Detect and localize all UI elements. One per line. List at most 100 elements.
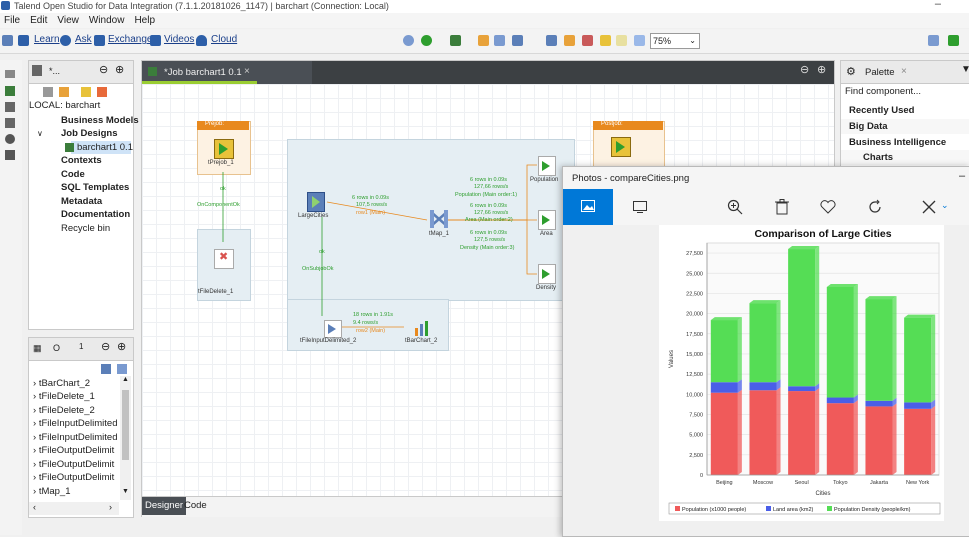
metadata-icon[interactable]: [582, 35, 593, 46]
filter-icon[interactable]: [59, 87, 69, 97]
tree-recycle-bin[interactable]: Recycle bin: [61, 223, 111, 234]
tree-job-designs[interactable]: Job Designs: [61, 128, 118, 139]
chart-icon[interactable]: [512, 35, 523, 46]
tree-barchart1[interactable]: barchart1 0.1: [77, 142, 133, 153]
maximize-editor-icon[interactable]: ⊕: [817, 64, 827, 76]
videos-link[interactable]: Videos: [164, 34, 195, 45]
photos-minimize-button[interactable]: –: [959, 170, 966, 182]
outline-scrollbar[interactable]: ▲ ▼: [120, 376, 131, 500]
file-delete-component[interactable]: ✖: [214, 249, 234, 269]
tree-sql-templates[interactable]: SQL Templates: [61, 182, 130, 193]
input2-component[interactable]: [324, 320, 342, 338]
menu-view[interactable]: View: [57, 15, 79, 26]
density-component[interactable]: [538, 264, 556, 284]
export-icon[interactable]: [564, 35, 575, 46]
tmap-component[interactable]: [430, 210, 448, 228]
search-icon[interactable]: [403, 35, 414, 46]
maximize-outline-icon[interactable]: ⊕: [117, 341, 127, 353]
learn-link[interactable]: Learn: [34, 34, 60, 45]
outline-view-icon[interactable]: [101, 364, 111, 374]
palette-icon[interactable]: [5, 134, 15, 144]
outline-item[interactable]: › tFileDelete_1: [33, 391, 95, 402]
outline-item[interactable]: › tFileOutputDelimit: [33, 459, 115, 470]
prejob-component[interactable]: [214, 139, 234, 159]
minimize-outline-icon[interactable]: ⊖: [101, 341, 111, 353]
ask-icon[interactable]: [60, 35, 71, 46]
population-component[interactable]: [538, 156, 556, 176]
view-menu-icon[interactable]: [97, 87, 107, 97]
large-cities-component[interactable]: [307, 192, 325, 212]
outline-item[interactable]: › tFileInputDelimited: [33, 432, 118, 443]
code-viewer-tab[interactable]: 1: [79, 342, 84, 351]
outline-hscrollbar[interactable]: ‹ ›: [29, 502, 119, 515]
postjob-component[interactable]: [611, 137, 631, 157]
menu-edit[interactable]: Edit: [30, 15, 48, 26]
palette-search-input[interactable]: Find component...: [845, 86, 922, 97]
documents-icon[interactable]: [5, 102, 15, 112]
exchange-link[interactable]: Exchange: [108, 34, 153, 45]
edit-dropdown-icon[interactable]: ⌄: [941, 200, 949, 210]
favorite-heart-icon[interactable]: [820, 200, 836, 214]
palette-recently-used[interactable]: Recently Used: [841, 103, 969, 118]
cloud-link[interactable]: Cloud: [211, 34, 238, 45]
rotate-icon[interactable]: [867, 199, 883, 215]
job-icon[interactable]: [450, 35, 461, 46]
outline-item[interactable]: › tFileOutputDelimit: [33, 445, 115, 456]
area-component[interactable]: [538, 210, 556, 230]
toggle-icon[interactable]: [600, 35, 611, 46]
expand-icon[interactable]: ∨: [37, 129, 43, 138]
repository-icon[interactable]: [5, 86, 15, 96]
filter-palette-icon[interactable]: ▼: [961, 64, 969, 75]
maximize-panel-icon[interactable]: ⊕: [115, 64, 125, 76]
designer-tab[interactable]: Designer: [142, 497, 187, 515]
edit-create-icon[interactable]: [921, 199, 937, 215]
close-tab-icon[interactable]: ×: [244, 66, 250, 77]
scroll-right-icon[interactable]: ›: [109, 502, 112, 512]
tree-metadata[interactable]: Metadata: [61, 196, 103, 207]
scroll-left-icon[interactable]: ‹: [33, 502, 36, 512]
scroll-up-icon[interactable]: ▲: [122, 376, 129, 383]
photos-view-button[interactable]: [563, 189, 613, 225]
editor-tab-active[interactable]: *Job barchart1 0.1 ×: [142, 61, 312, 84]
outline-tab[interactable]: O: [53, 343, 61, 353]
tree-business-models[interactable]: Business Models: [61, 115, 139, 126]
outline-item[interactable]: › tBarChart_2: [33, 378, 91, 389]
palette-tab[interactable]: Palette: [865, 67, 895, 78]
overview-icon[interactable]: [117, 364, 127, 374]
scroll-down-icon[interactable]: ▼: [122, 488, 129, 495]
cloud-icon[interactable]: [196, 35, 207, 46]
palette-big-data[interactable]: Big Data: [841, 119, 969, 134]
perspective-icon[interactable]: [928, 35, 939, 46]
palette-search[interactable]: Find component...: [843, 85, 967, 99]
minimize-editor-icon[interactable]: ⊖: [800, 64, 810, 76]
outline-item[interactable]: › tMap_1: [33, 486, 71, 497]
videos-icon[interactable]: [150, 35, 161, 46]
palette-business-intelligence[interactable]: Business Intelligence: [841, 135, 969, 150]
tree-code[interactable]: Code: [61, 169, 85, 180]
link-icon[interactable]: [494, 35, 505, 46]
menu-help[interactable]: Help: [134, 15, 156, 26]
learn-icon[interactable]: [18, 35, 29, 46]
menu-file[interactable]: File: [4, 15, 21, 26]
save-icon[interactable]: [2, 35, 13, 46]
run-icon[interactable]: [421, 35, 432, 46]
code-tab[interactable]: Code: [184, 500, 207, 511]
ask-link[interactable]: Ask: [75, 34, 92, 45]
barchart-component[interactable]: [414, 320, 430, 336]
minimize-panel-icon[interactable]: ⊖: [99, 64, 109, 76]
outline-item[interactable]: › tFileOutputDelimit: [33, 472, 115, 483]
close-palette-icon[interactable]: ×: [901, 66, 907, 77]
outline-item[interactable]: › tFileDelete_2: [33, 405, 95, 416]
import-icon[interactable]: [546, 35, 557, 46]
slideshow-icon[interactable]: [633, 201, 647, 213]
minimize-view-icon[interactable]: [5, 70, 15, 78]
delete-icon[interactable]: [775, 199, 789, 215]
run-view-icon[interactable]: [5, 150, 15, 160]
menu-window[interactable]: Window: [88, 15, 125, 26]
repository-tab-label[interactable]: *...: [49, 66, 61, 76]
zoom-select[interactable]: 75%⌄: [650, 33, 700, 49]
refresh-icon[interactable]: [81, 87, 91, 97]
outline-item[interactable]: › tFileInputDelimited: [33, 418, 118, 429]
palette-charts[interactable]: Charts: [841, 150, 969, 165]
scroll-thumb[interactable]: [122, 390, 129, 460]
